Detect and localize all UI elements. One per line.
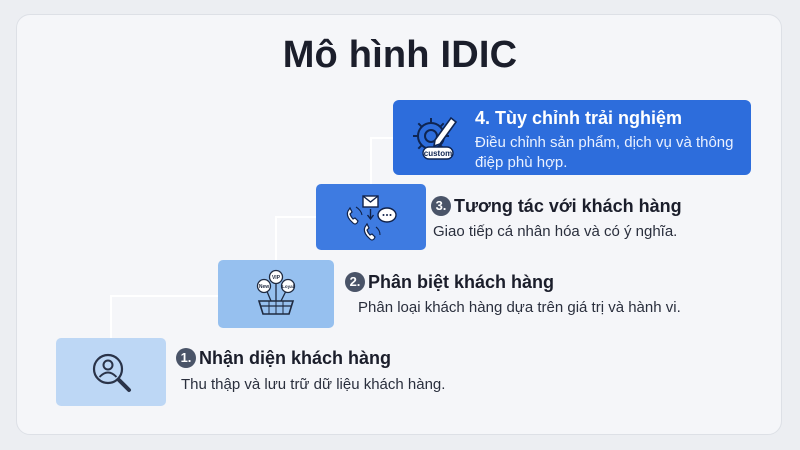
step-2-heading: 2.Phân biệt khách hàng (345, 272, 554, 293)
step-4-heading: 4. Tùy chỉnh trải nghiệm (475, 108, 683, 128)
step-3-number: 3. (431, 196, 451, 216)
user-search-icon (92, 353, 131, 392)
custom-gear-pencil-icon: custom (413, 116, 458, 160)
step-2-box: VIP New Loyal (218, 260, 334, 328)
step-3-description: Giao tiếp cá nhân hóa và có ý nghĩa. (433, 223, 678, 240)
step-2-description: Phân loại khách hàng dựa trên giá trị và… (358, 299, 681, 316)
icon-label-loyal: Loyal (282, 284, 294, 289)
communication-icon (346, 195, 397, 241)
icon-label-new: New (259, 284, 269, 290)
connector-2-3 (275, 216, 316, 260)
step-2-heading-text: Phân biệt khách hàng (368, 272, 555, 292)
connector-3-4 (370, 137, 393, 184)
step-3-heading-text: Tương tác với khách hàng (454, 196, 682, 216)
step-1-heading-text: Nhận diện khách hàng (199, 348, 392, 368)
step-1-heading: 1.Nhận diện khách hàng (176, 348, 391, 369)
connector-1-2 (110, 295, 218, 338)
step-2-number: 2. (345, 272, 365, 292)
step-1-number: 1. (176, 348, 196, 368)
icon-label-vip: VIP (272, 275, 281, 281)
step-1-box (56, 338, 166, 406)
step-4-description: Điều chỉnh sản phẩm, dịch vụ và thông đi… (475, 134, 734, 171)
icon-label-custom: custom (424, 149, 452, 158)
step-3-heading: 3.Tương tác với khách hàng (431, 196, 682, 217)
step-3-box (316, 184, 426, 250)
customer-segments-basket-icon: VIP New Loyal (256, 269, 296, 315)
step-1-description: Thu thập và lưu trữ dữ liệu khách hàng. (181, 376, 446, 393)
page-title: Mô hình IDIC (282, 34, 518, 76)
step-4-box: custom (393, 100, 751, 175)
